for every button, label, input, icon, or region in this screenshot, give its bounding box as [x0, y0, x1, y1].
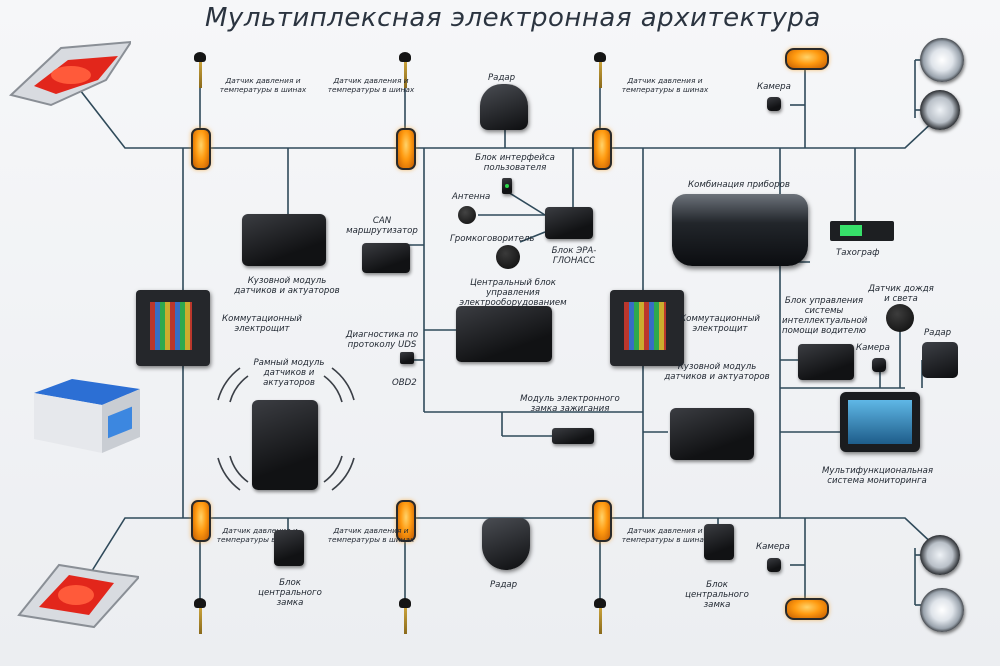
tire-sensor-label: Датчик давления и температуры в шинах — [327, 76, 415, 94]
radar-icon — [482, 518, 530, 570]
camera-label: Камера — [757, 82, 791, 92]
era-glonass-unit — [545, 207, 593, 239]
marker-lamp-icon — [191, 128, 211, 170]
tire-sensor-label: Датчик давления и температуры в шинах — [621, 526, 709, 544]
adas-unit-label: Блок управления системы интеллектуальной… — [782, 296, 868, 336]
radar-label: Радар — [488, 73, 516, 83]
marker-lamp-icon — [592, 128, 612, 170]
radar-label: Радар — [924, 328, 952, 338]
frame-module-unit — [252, 400, 318, 490]
camera-icon — [767, 558, 781, 572]
monitoring-system-label: Мультифункциональная система мониторинга — [822, 466, 934, 486]
marker-lamp-icon — [396, 500, 416, 542]
camera-label: Камера — [756, 542, 790, 552]
tire-sensor-label: Датчик давления и температуры в шинах — [621, 76, 709, 94]
fog-lamp-icon — [920, 535, 960, 575]
antenna-label: Антенна — [452, 192, 491, 202]
era-glonass-label: Блок ЭРА-ГЛОНАСС — [551, 246, 597, 266]
central-lock-unit — [704, 524, 734, 560]
obd2-label: OBD2 — [392, 378, 417, 388]
headlamp-icon — [6, 40, 133, 119]
page-title: Мультиплексная электронная архитектура — [205, 3, 821, 33]
central-lock-label: Блок центрального замка — [685, 580, 749, 610]
ui-block-label: Блок интерфейса пользователя — [475, 153, 555, 173]
tire-sensor-label: Датчик давления и температуры в шинах — [327, 526, 415, 544]
instrument-cluster-icon — [672, 194, 808, 266]
central-lock-label: Блок центрального замка — [258, 578, 322, 608]
can-router-unit — [362, 243, 410, 273]
tire-sensor-icon — [399, 52, 411, 88]
central-lock-unit — [274, 530, 304, 566]
rain-light-sensor-icon — [886, 304, 914, 332]
fog-lamp-icon — [920, 90, 960, 130]
ignition-lock-label: Модуль электронного замка зажигания — [520, 394, 620, 414]
switchboard-right — [610, 290, 684, 366]
frame-module-label: Рамный модуль датчиков и актуаторов — [253, 358, 325, 388]
marker-lamp-icon — [396, 128, 416, 170]
display-icon — [840, 392, 920, 452]
body-module-label: Кузовной модуль датчиков и актуаторов — [664, 362, 770, 382]
obd2-connector — [400, 352, 414, 364]
switchboard-label: Коммутационный электрощит — [680, 314, 760, 334]
body-module-unit — [242, 214, 326, 266]
diagnostics-label: Диагностика по протоколу UDS — [345, 330, 419, 350]
adas-unit — [798, 344, 854, 380]
radar-icon — [480, 84, 528, 130]
camera-label: Камера — [856, 343, 890, 353]
fog-lamp-icon — [920, 588, 964, 632]
marker-lamp-icon — [785, 48, 829, 70]
antenna-icon — [458, 206, 476, 224]
body-module-label: Кузовной модуль датчиков и актуаторов — [234, 276, 340, 296]
tire-sensor-icon — [594, 598, 606, 634]
camera-icon — [872, 358, 886, 372]
tire-sensor-icon — [594, 52, 606, 88]
camera-icon — [767, 97, 781, 111]
central-unit-label: Центральный блок управления электрообору… — [459, 278, 567, 308]
switchboard-left — [136, 290, 210, 366]
marker-lamp-icon — [592, 500, 612, 542]
tire-sensor-label: Датчик давления и температуры в шинах — [216, 526, 304, 544]
fog-lamp-icon — [920, 38, 964, 82]
radar-icon — [922, 342, 958, 378]
speaker-label: Громкоговоритель — [450, 234, 535, 244]
ui-led-icon — [505, 184, 509, 188]
headlamp-icon — [14, 555, 142, 634]
tire-sensor-icon — [194, 52, 206, 88]
tire-sensor-icon — [399, 598, 411, 634]
can-router-label: CAN маршрутизатор — [346, 216, 418, 236]
rain-light-sensor-label: Датчик дождя и света — [868, 284, 934, 304]
central-unit — [456, 306, 552, 362]
instrument-cluster-label: Комбинация приборов — [688, 180, 790, 190]
switchboard-label: Коммутационный электрощит — [222, 314, 302, 334]
tire-sensor-label: Датчик давления и температуры в шинах — [219, 76, 307, 94]
body-module-unit — [670, 408, 754, 460]
marker-lamp-icon — [191, 500, 211, 542]
tachograph-icon — [830, 221, 894, 241]
tire-sensor-icon — [194, 598, 206, 634]
speaker-icon — [496, 245, 520, 269]
radar-label: Радар — [490, 580, 518, 590]
battery-icon — [32, 375, 142, 455]
tachograph-label: Тахограф — [836, 248, 880, 258]
ignition-lock-unit — [552, 428, 594, 444]
marker-lamp-icon — [785, 598, 829, 620]
